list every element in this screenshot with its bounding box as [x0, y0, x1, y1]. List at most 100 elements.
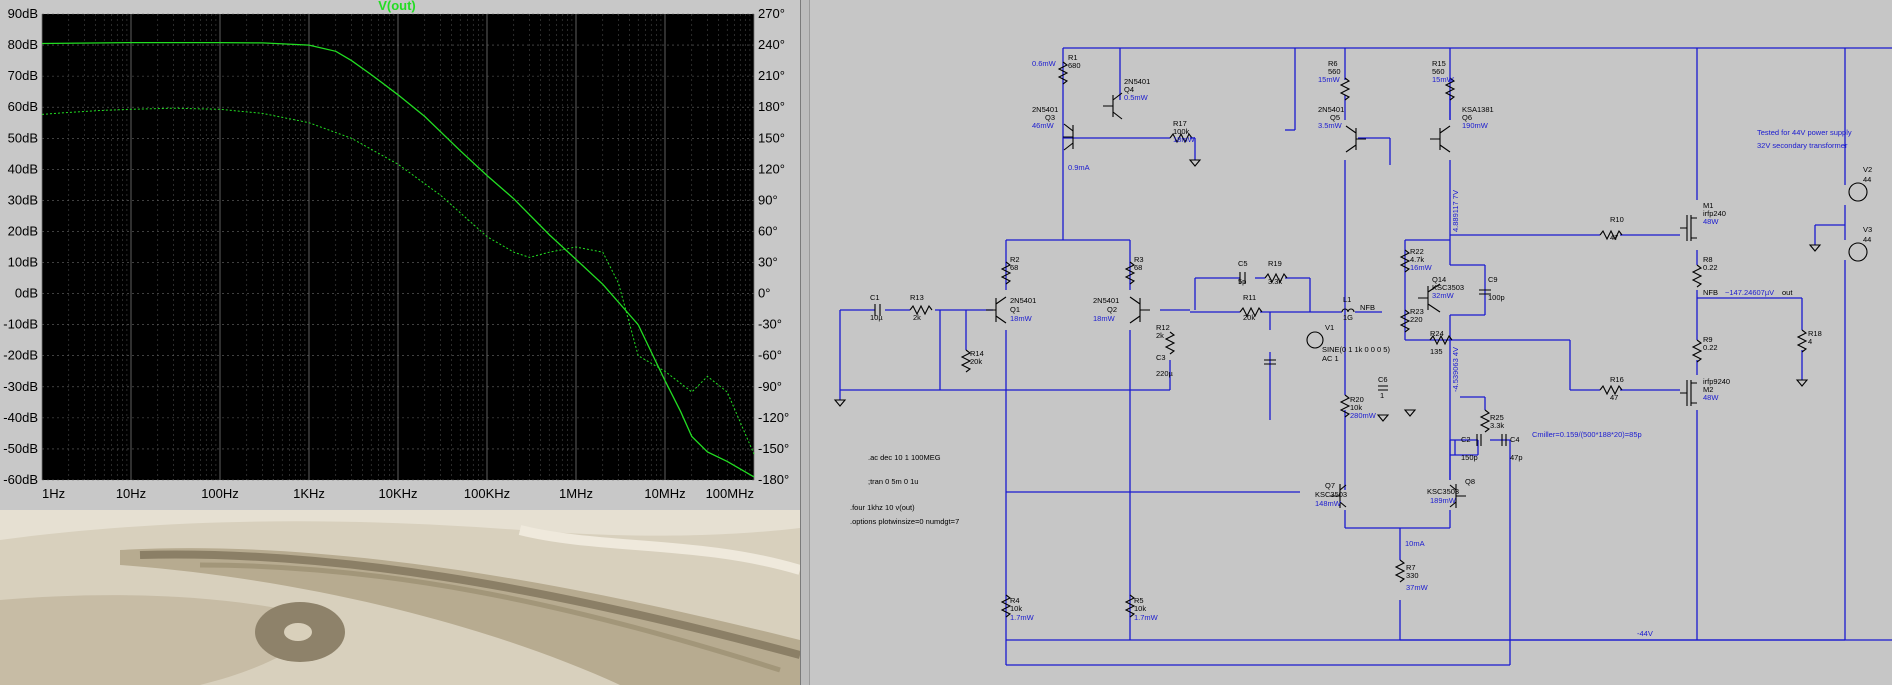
label-tested1: Tested for 44V power supply: [1757, 128, 1852, 137]
label-q6p: 190mW: [1462, 121, 1489, 130]
trace-title[interactable]: V(out): [378, 0, 416, 13]
label-r16: R16: [1610, 375, 1624, 384]
y-tick-right: -120°: [758, 410, 789, 425]
right-axis-ticks: 270°240°210°180°150°120°90°60°30°0°-30°-…: [758, 6, 789, 487]
magnitude-trace: [41, 41, 755, 478]
label-l1v: 1G: [1343, 313, 1353, 322]
grid-lines: [41, 13, 755, 481]
transistor-q3: [1063, 123, 1074, 151]
resistor-r2: [1000, 261, 1012, 285]
x-tick: 100Hz: [201, 486, 239, 501]
resistor-r5: [1124, 594, 1136, 618]
label-q2: 2N5401: [1093, 296, 1119, 305]
label-q7p: 148mW: [1315, 499, 1342, 508]
label-r4v: 10k: [1010, 604, 1022, 613]
bode-plot[interactable]: V(out) 90dB80dB70dB60dB50dB40dB30dB20dB1…: [0, 0, 800, 506]
capacitor-c4: [1501, 434, 1507, 446]
inductor-l1: [1341, 308, 1355, 313]
mosfet-m2: [1680, 380, 1697, 406]
label-r1p: 0.6mW: [1032, 59, 1057, 68]
label-r8v: 0.22: [1703, 263, 1718, 272]
label-c4: C4: [1510, 435, 1520, 444]
label-q3p: 46mW: [1032, 121, 1055, 130]
y-tick-right: 210°: [758, 68, 785, 83]
resistor-r19: [1264, 272, 1288, 284]
resistor-r7: [1394, 559, 1406, 583]
transistor-q14: [1418, 283, 1441, 313]
label-r23: R23: [1410, 307, 1424, 316]
label-r6: R6: [1328, 59, 1338, 68]
label-r8: R8: [1703, 255, 1713, 264]
wallpaper-image: [0, 510, 800, 685]
label-r9v: 0.22: [1703, 343, 1718, 352]
label-c6v: 1: [1380, 391, 1384, 400]
capacitor-c2: [1476, 434, 1482, 446]
label-r14v: 20k: [970, 357, 982, 366]
x-tick: 1Hz: [42, 486, 65, 501]
label-r9: R9: [1703, 335, 1713, 344]
y-tick-right: 120°: [758, 161, 785, 176]
label-tested2: 32V secondary transformer: [1757, 141, 1848, 150]
x-tick: 100KHz: [464, 486, 510, 501]
x-tick: 10Hz: [116, 486, 146, 501]
label-r24v: 135: [1430, 347, 1443, 356]
label-c3v: 220µ: [1156, 369, 1174, 378]
label-r22v: 4.7k: [1410, 255, 1424, 264]
label-r6p: 15mW: [1318, 75, 1341, 84]
pane-divider[interactable]: [800, 0, 810, 685]
capacitor-c1: [874, 304, 881, 316]
transistor-q7: [1330, 484, 1347, 508]
y-tick-right: -30°: [758, 317, 782, 332]
label-q4n: Q4: [1124, 85, 1134, 94]
label-q4p: 0.5mW: [1124, 93, 1149, 102]
label-v2: V2: [1863, 165, 1872, 174]
capacitor-c9: [1479, 289, 1491, 295]
resistor-r24: [1429, 334, 1453, 346]
label-c2v: 150p: [1461, 453, 1478, 462]
label-r18v: 4: [1808, 337, 1812, 346]
y-tick-left: 0dB: [15, 286, 38, 301]
label-out: out: [1782, 288, 1793, 297]
label-r25: R25: [1490, 413, 1504, 422]
label-q14p: 32mW: [1432, 291, 1455, 300]
x-tick: 1KHz: [293, 486, 325, 501]
label-c5: C5: [1238, 259, 1248, 268]
label-r22p: 16mW: [1410, 263, 1433, 272]
label-r2v: 68: [1010, 263, 1018, 272]
capacitor-c5: [1239, 272, 1246, 284]
capacitor-c3: [1264, 359, 1276, 365]
wires: [839, 47, 1892, 666]
x-tick: 10MHz: [644, 486, 685, 501]
label-q7: Q7: [1325, 481, 1335, 490]
schematic-canvas[interactable]: R16800.6mW2N5401Q40.5mW2N5401Q346mWR1710…: [810, 0, 1892, 685]
y-tick-left: 10dB: [8, 255, 38, 270]
label-r17p: 18mW: [1173, 135, 1196, 144]
label-r11v: 20k: [1243, 313, 1255, 322]
label-q1p: 18mW: [1010, 314, 1033, 323]
label-opts: .options plotwinsize=0 numdgt=7: [850, 517, 959, 526]
label-r25v: 3.3k: [1490, 421, 1504, 430]
label-q5: 2N5401: [1318, 105, 1344, 114]
label-r3v: 68: [1134, 263, 1142, 272]
components: [833, 61, 1868, 618]
label-r15p: 15mW: [1432, 75, 1455, 84]
label-q1n: Q1: [1010, 305, 1020, 314]
ground-6: [1808, 244, 1822, 252]
label-q4: 2N5401: [1124, 77, 1150, 86]
label-r10v: 47: [1610, 233, 1618, 242]
y-tick-right: -150°: [758, 441, 789, 456]
label-r2: R2: [1010, 255, 1020, 264]
y-tick-right: 60°: [758, 223, 778, 238]
resistor-r10: [1599, 229, 1623, 241]
ground-4: [1403, 409, 1417, 417]
desktop-wallpaper: [0, 510, 800, 685]
label-r20v: 10k: [1350, 403, 1362, 412]
transistor-q1: [986, 296, 1007, 324]
label-r4p: 1.7mW: [1010, 613, 1035, 622]
label-r22: R22: [1410, 247, 1424, 256]
capacitor-c6: [1378, 385, 1388, 391]
resistor-r20: [1339, 394, 1351, 418]
left-axis-ticks: 90dB80dB70dB60dB50dB40dB30dB20dB10dB0dB-…: [3, 6, 38, 487]
